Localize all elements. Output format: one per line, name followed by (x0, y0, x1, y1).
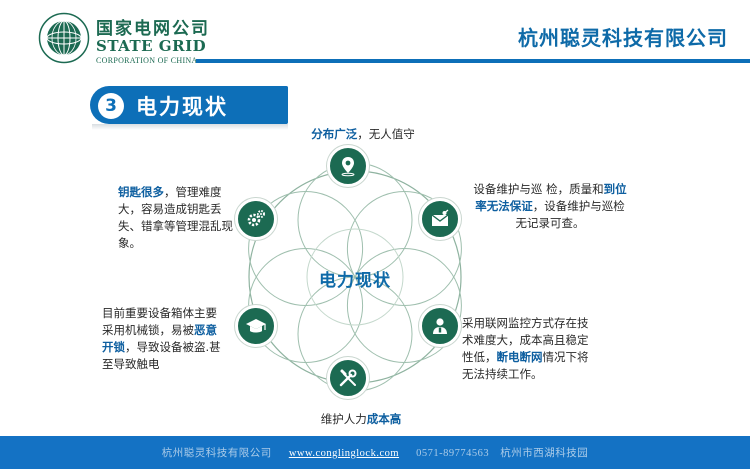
tools-wrench-screwdriver-icon (339, 369, 357, 387)
point-bottom-text: 维护人力成本高 (320, 412, 402, 426)
point-top-left-text: 钥匙很多，管理难度大，容易造成钥匙丢失、错拿等管理混乱现象。 (118, 185, 233, 250)
point-bottom-left-text: 目前重要设备箱体主要采用机械锁，易被恶意开锁，导致设备被盗.甚至导致触电 (102, 306, 221, 371)
header-divider (196, 59, 750, 63)
node-mail (419, 198, 461, 240)
diagram-center-label: 电力现状 (319, 271, 391, 291)
state-grid-logo-icon (38, 12, 90, 64)
location-pin-icon (341, 157, 355, 177)
logo-english-subtitle: CORPORATION OF CHINA (96, 56, 198, 65)
mail-envelope-icon (431, 209, 449, 226)
footer-website-link[interactable]: www.conglinglock.com (288, 448, 400, 459)
footer-company: 杭州聪灵科技有限公司 (161, 448, 272, 459)
node-tools (327, 357, 369, 399)
node-gears (235, 198, 277, 240)
section-tab-shadow (92, 124, 288, 130)
graduation-cap-icon (246, 319, 266, 333)
section-title: 电力现状 (136, 95, 228, 119)
footer-address: 杭州市西湖科技园 (500, 448, 589, 459)
logo-english-name: STATE GRID (96, 37, 207, 55)
logo-chinese-name: 国家电网公司 (96, 19, 210, 39)
point-top-text: 分布广泛，无人值守 (311, 127, 415, 141)
section-number: 3 (98, 93, 124, 119)
point-bottom-right-text: 采用联网监控方式存在技术难度大，成本高且稳定性低，断电断网情况下将无法持续工作。 (462, 316, 589, 381)
footer-info: 杭州聪灵科技有限公司 www.conglinglock.com 0571-897… (0, 445, 750, 460)
company-name: 杭州聪灵科技有限公司 (518, 26, 728, 50)
node-education (235, 305, 277, 347)
node-user (419, 305, 461, 347)
footer-bar (0, 436, 750, 469)
node-location (327, 145, 369, 187)
point-top-right-text: 设备维护与巡 检，质量和到位率无法保证，设备维护与巡检无记录可查。 (473, 182, 627, 230)
user-support-icon (433, 318, 447, 334)
footer-phone: 0571-89774563 (416, 448, 490, 459)
gears-icon (247, 210, 265, 227)
